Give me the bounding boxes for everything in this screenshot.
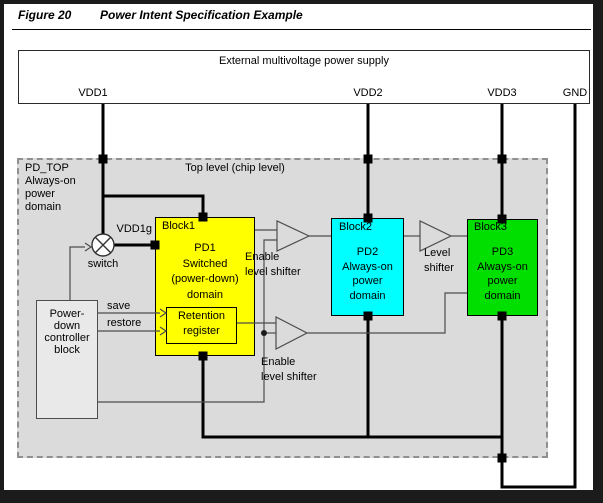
rail-label-vdd2: VDD2 [353,87,383,99]
block3 [467,219,538,316]
block1-name: Block1 [162,220,196,232]
block1-domain-label: PD1 Switched (power-down) domain [171,242,239,301]
rail-label-vdd1: VDD1 [78,87,108,99]
vdd1g-net-label: VDD1g [116,223,152,235]
top-level-label: Top level (chip level) [185,162,285,174]
block3-name: Block3 [474,221,508,233]
rail-label-vdd3: VDD3 [487,87,517,99]
power-supply-box [18,50,590,104]
power-down-controller-box [36,300,98,419]
enable-level-shifter-top-label: Enable level shifter [245,251,301,278]
switch-label: switch [87,258,119,270]
block3-domain-label: PD3 Always-on power domain [477,246,528,303]
block2-name: Block2 [339,221,373,233]
power-supply-label: External multivoltage power supply [219,55,389,67]
controller-label: Power- down controller block [44,308,90,356]
block2-domain-label: PD2 Always-on power domain [342,246,393,303]
caption-rule [12,29,591,30]
save-label: save [107,300,131,312]
rail-label-gnd: GND [562,87,588,99]
pd-top-domain-label: PD_TOP Always-on power domain [25,162,76,213]
figure-label: Figure 20 [18,8,72,22]
figure-title: Power Intent Specification Example [100,8,303,22]
restore-label: restore [107,317,142,329]
enable-level-shifter-bottom-label: Enable level shifter [261,356,317,383]
level-shifter-label: Level shifter [424,247,454,274]
retention-register-label: Retention register [177,310,226,337]
